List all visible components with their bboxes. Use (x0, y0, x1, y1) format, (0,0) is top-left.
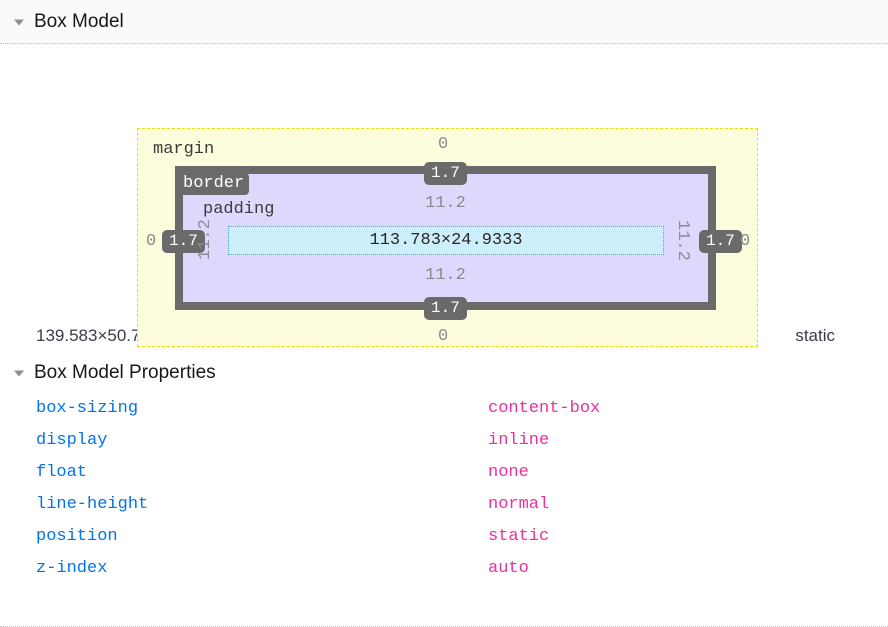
padding-bottom-value[interactable]: 11.2 (425, 266, 466, 285)
property-value[interactable]: none (488, 462, 529, 482)
property-value[interactable]: content-box (488, 398, 601, 418)
margin-right-value[interactable]: 0 (740, 232, 751, 251)
property-name[interactable]: line-height (36, 494, 149, 514)
margin-top-value[interactable]: 0 (438, 135, 449, 154)
border-left-value[interactable]: 1.7 (162, 230, 205, 253)
property-name[interactable]: float (36, 462, 88, 482)
table-row[interactable]: line-height normal (0, 488, 888, 520)
content-box[interactable]: 113.783×24.9333 (228, 226, 664, 255)
property-name[interactable]: display (36, 430, 108, 450)
properties-title: Box Model Properties (34, 362, 216, 383)
table-row[interactable]: z-index auto (0, 552, 888, 584)
table-row[interactable]: float none (0, 456, 888, 488)
element-summary-row: 139.583×50.7333 static (0, 316, 888, 356)
padding-left-value[interactable]: 11.2 (196, 219, 215, 261)
margin-bottom-value[interactable]: 0 (438, 327, 449, 346)
border-region-label: border (178, 173, 250, 195)
margin-left-value[interactable]: 0 (146, 232, 157, 251)
box-model-properties-header[interactable]: Box Model Properties (0, 356, 888, 390)
chevron-down-icon[interactable] (10, 364, 28, 382)
page-title: Box Model (34, 10, 124, 32)
border-top-value[interactable]: 1.7 (424, 162, 467, 185)
property-value[interactable]: normal (488, 494, 550, 514)
content-size-label: 113.783×24.9333 (369, 231, 523, 250)
element-size-label: 139.583×50.7333 (36, 326, 169, 345)
property-name[interactable]: box-sizing (36, 398, 139, 418)
padding-right-value[interactable]: 11.2 (673, 219, 692, 261)
box-model-diagram[interactable]: 113.783×24.9333 margin border padding 0 … (0, 44, 888, 347)
table-row[interactable]: box-sizing content-box (0, 392, 888, 424)
chevron-down-icon[interactable] (10, 13, 28, 31)
property-value[interactable]: inline (488, 430, 550, 450)
property-value[interactable]: auto (488, 558, 529, 578)
border-bottom-value[interactable]: 1.7 (424, 297, 467, 320)
property-name[interactable]: position (36, 526, 118, 546)
property-name[interactable]: z-index (36, 558, 108, 578)
element-position-label: static (795, 326, 835, 345)
box-model-header[interactable]: Box Model (0, 0, 888, 44)
property-value[interactable]: static (488, 526, 550, 546)
box-model-properties-list: box-sizing content-box display inline fl… (0, 390, 888, 584)
margin-region-label: margin (153, 140, 215, 159)
table-row[interactable]: display inline (0, 424, 888, 456)
border-right-value[interactable]: 1.7 (699, 230, 742, 253)
padding-top-value[interactable]: 11.2 (425, 194, 466, 213)
padding-region-label: padding (203, 200, 275, 219)
table-row[interactable]: position static (0, 520, 888, 552)
